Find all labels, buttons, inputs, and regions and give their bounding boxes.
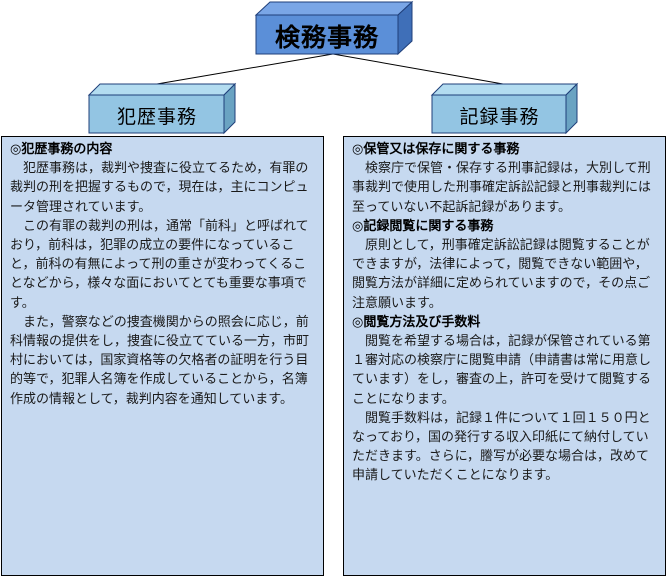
section-paragraph: 閲覧手数料は，記録１件について１回１５０円となっており，国の発行する収入印紙にて… [352, 410, 651, 484]
connector-root-to-left [156, 53, 334, 85]
branch-node-label: 記録事務 [459, 105, 540, 128]
branch-node-criminal-records: 犯歴事務 [87, 82, 237, 135]
section-paragraph: 原則として，刑事確定訴訟記録は閲覧することができますが，法律によって，閲覧できな… [352, 238, 651, 311]
section-paragraph: この有罪の裁判の刑は，通常「前科」と呼ばれており，前科は，犯罪の成立の要件になっ… [10, 218, 309, 311]
section-heading: ◎閲覧方法及び手数料 [352, 314, 481, 330]
section-heading: ◎記録閲覧に関する事務 [352, 218, 494, 234]
root-node-box: 検務事務 [254, 0, 414, 56]
section-heading: ◎保管又は保存に関する事務 [352, 142, 520, 157]
section-paragraph: 閲覧を希望する場合は，記録が保管されている第１審対応の検察庁に閲覧申請（申請書は… [352, 334, 652, 407]
section-paragraph: 犯歴事務は，裁判や捜査に役立てるため，有罪の裁判の刑を把握するもので，現在は，主… [10, 161, 309, 215]
root-node-label: 検務事務 [274, 22, 379, 52]
criminal-records-description-panel: ◎犯歴事務の内容 犯歴事務は，裁判や捜査に役立てるため，有罪の裁判の刑を把握する… [1, 136, 324, 576]
branch-node-shape [87, 82, 237, 135]
branch-node-records-affairs: 記録事務 [430, 82, 579, 135]
branch-node-shape [430, 82, 579, 135]
records-affairs-description-panel: ◎保管又は保存に関する事務 検察庁で保管・保存する刑事記録は，大別して刑事裁判で… [343, 136, 666, 576]
connector-root-to-right [332, 53, 504, 85]
root-node-shape [254, 0, 414, 56]
section-paragraph: また，警察などの捜査機関からの照会に応じ，前科情報の提供をし，捜査に役立てている… [10, 314, 310, 407]
section-heading: ◎犯歴事務の内容 [10, 142, 113, 157]
section-paragraph: 検察庁で保管・保存する刑事記録は，大別して刑事裁判で使用した刑事確定訴訟記録と刑… [352, 161, 652, 215]
branch-node-label: 犯歴事務 [116, 105, 197, 128]
